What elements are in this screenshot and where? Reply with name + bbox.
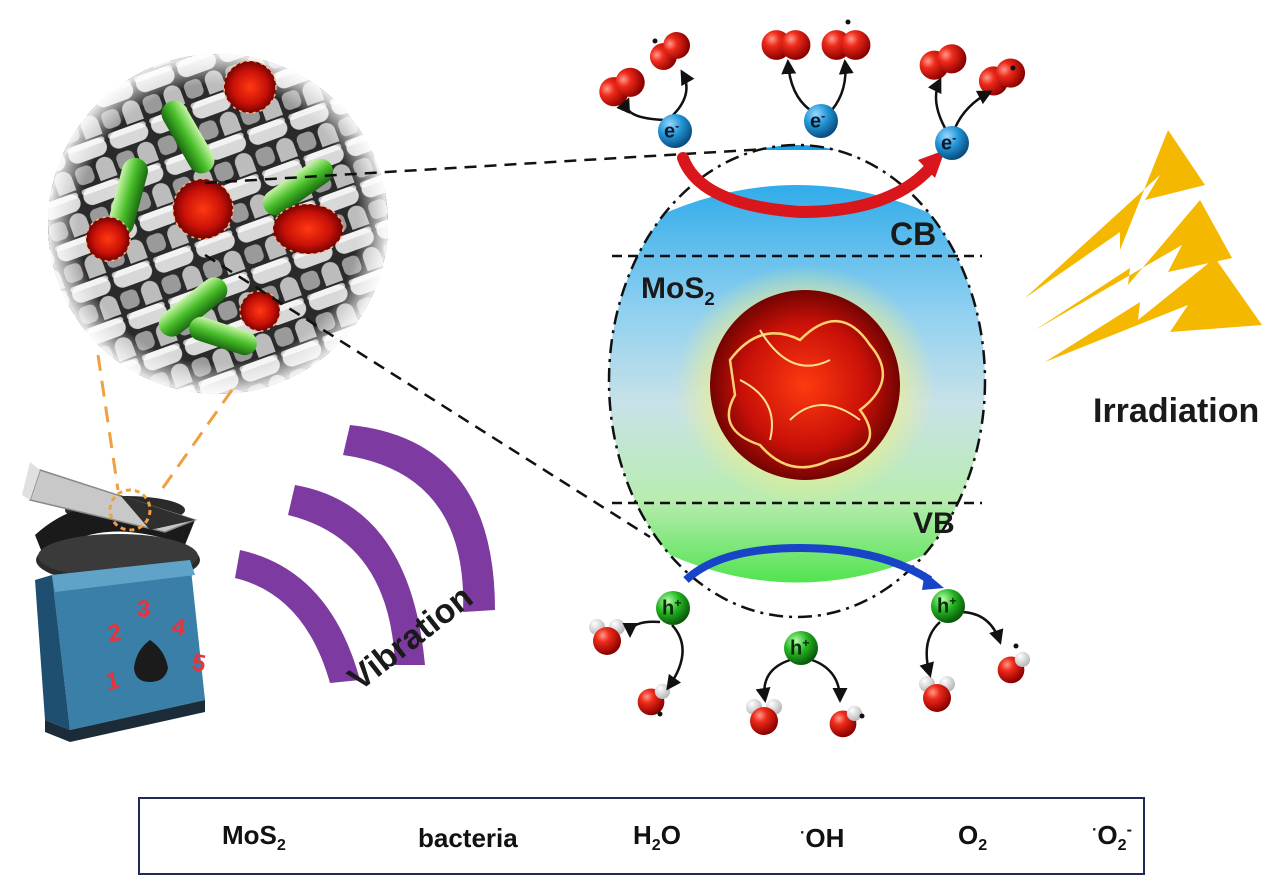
mos2-flower bbox=[710, 290, 900, 480]
legend-item-bacteria: bacteria bbox=[418, 799, 518, 877]
electron-label-2: e- bbox=[810, 109, 826, 133]
vibration-waves bbox=[235, 425, 495, 683]
bacteria-cell bbox=[108, 157, 148, 237]
legend-h2o-text: H2O bbox=[633, 820, 681, 855]
hole-label-3: h+ bbox=[937, 594, 957, 618]
band-structure bbox=[607, 143, 987, 619]
bacteria-cell bbox=[189, 316, 257, 356]
bacteria-cell bbox=[262, 158, 334, 216]
radical-dots bbox=[652, 19, 1019, 719]
electron-site-1 bbox=[593, 26, 696, 148]
mos2-particle bbox=[85, 216, 131, 262]
irradiation-bolts bbox=[1025, 130, 1262, 362]
zoom-line-bottom bbox=[204, 253, 651, 539]
legend-box: MoS2 bacteria H2O ·OH O2 ·O2- bbox=[138, 797, 1145, 875]
irradiation-label: Irradiation bbox=[1093, 392, 1260, 430]
hole-site-3 bbox=[919, 589, 1031, 712]
electron-transfer-arrow bbox=[677, 152, 936, 219]
bacteria-cell bbox=[161, 100, 215, 174]
vb-label: VB bbox=[913, 507, 955, 540]
hole-label-2: h+ bbox=[790, 636, 810, 660]
legend-oh-text: ·OH bbox=[800, 822, 845, 853]
zoom-line-orange-right bbox=[158, 389, 234, 493]
zoom-circle bbox=[48, 54, 388, 394]
mos2-label: MoS2 bbox=[641, 272, 715, 310]
legend-item-o2: O2 bbox=[958, 799, 987, 877]
legend-o2-text: O2 bbox=[958, 820, 988, 855]
dial-number-3: 3 bbox=[137, 596, 151, 623]
legend-item-mos2: MoS2 bbox=[222, 799, 286, 877]
hole-site-2 bbox=[746, 631, 863, 738]
electron-label-1: e- bbox=[664, 119, 680, 143]
electron-site-3 bbox=[915, 40, 1030, 160]
hole-label-1: h+ bbox=[662, 596, 682, 620]
legend-o2-radical-text: ·O2- bbox=[1092, 820, 1132, 855]
legend-item-o2-radical: ·O2- bbox=[1092, 799, 1132, 877]
mos2-label-sub: 2 bbox=[704, 288, 715, 309]
cb-label: CB bbox=[890, 216, 937, 252]
bacteria-cell bbox=[158, 277, 228, 337]
mos2-particle bbox=[172, 178, 234, 240]
mos2-label-main: MoS bbox=[641, 272, 705, 305]
legend-bacteria-text: bacteria bbox=[418, 822, 518, 853]
electron-label-3: e- bbox=[941, 131, 957, 155]
hole-site-1 bbox=[589, 591, 690, 716]
mos2-particle bbox=[272, 203, 344, 255]
electron-site-2 bbox=[761, 30, 871, 138]
legend-item-h2o: H2O bbox=[633, 799, 681, 877]
dial-knob-icon[interactable] bbox=[134, 640, 168, 682]
mos2-particle bbox=[223, 60, 277, 114]
mos2-particle bbox=[239, 290, 281, 332]
hole-transfer-arrow bbox=[683, 543, 933, 584]
legend-mos2-text: MoS2 bbox=[222, 820, 286, 855]
zoom-line-orange-left bbox=[96, 354, 120, 491]
legend-item-oh: ·OH bbox=[800, 799, 844, 877]
sample-tube bbox=[22, 462, 198, 533]
